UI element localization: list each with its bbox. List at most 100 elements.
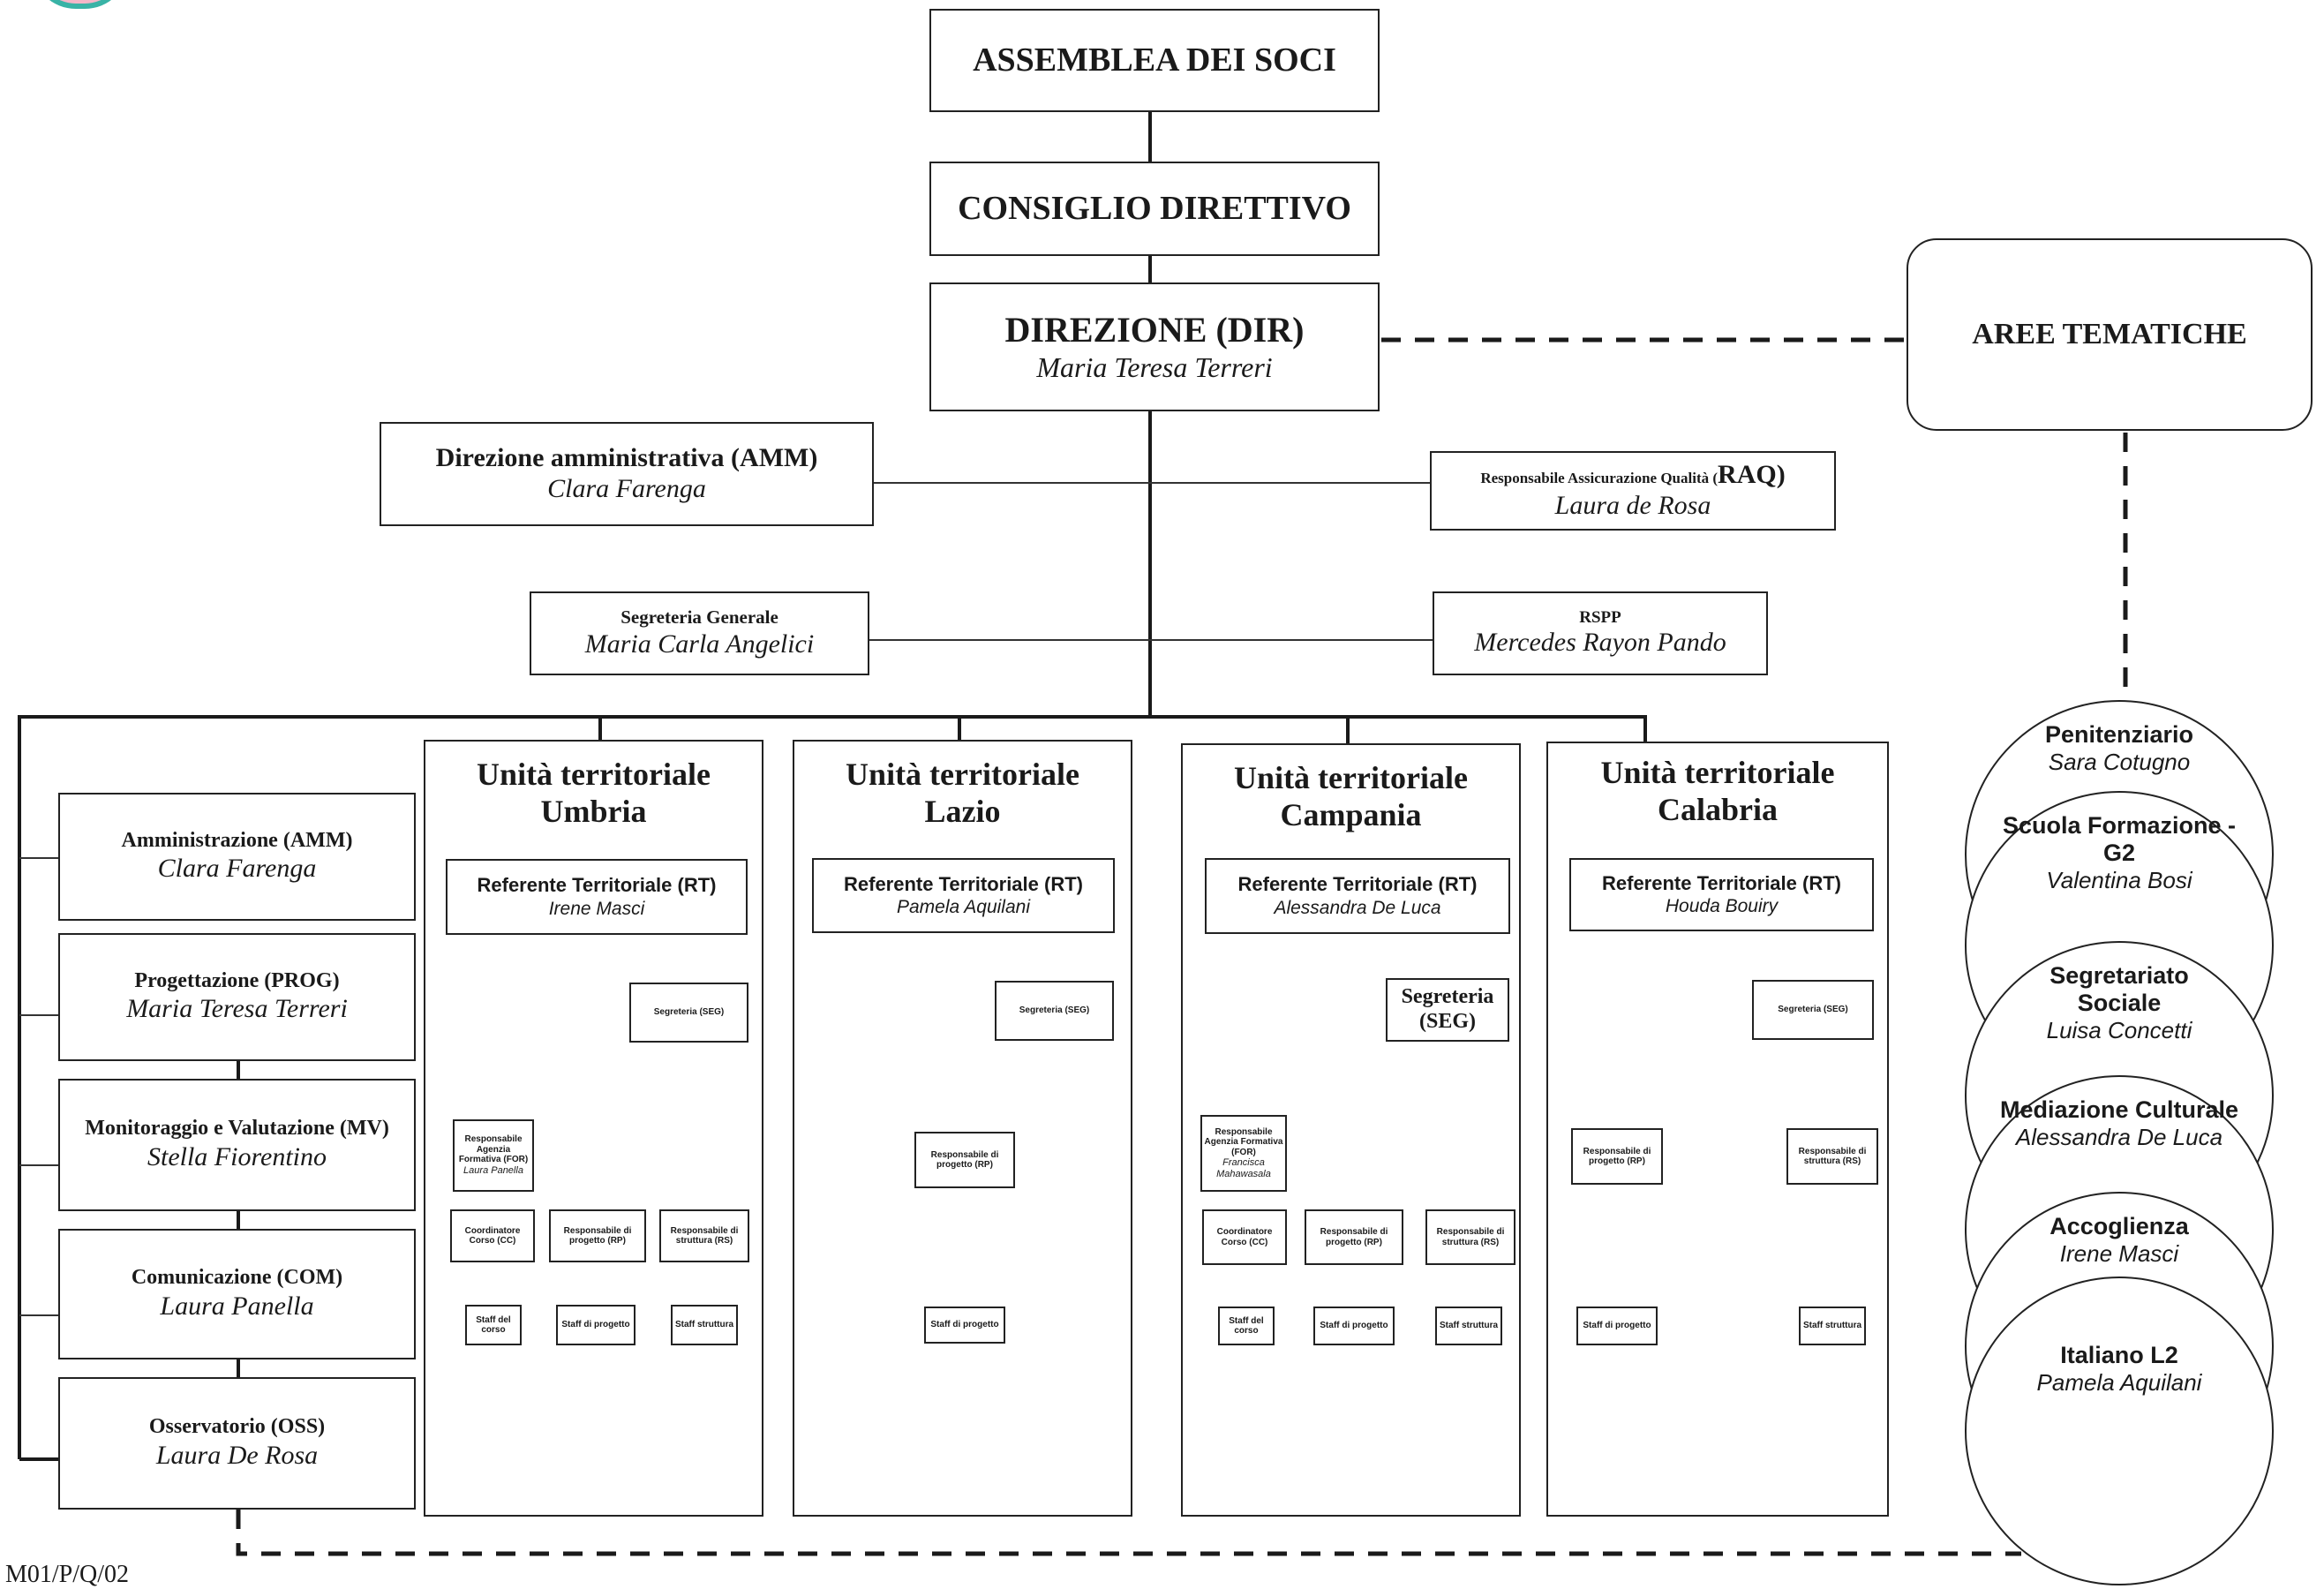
rspp-name: Mercedes Rayon Pando (1474, 628, 1726, 658)
staff-progetto-box: Staff di progetto (924, 1307, 1005, 1344)
unit-title-line1: Unità territoriale (477, 757, 711, 792)
staff-corso-box: Staff del corso (1218, 1307, 1275, 1345)
staff-struttura-box: Staff struttura (671, 1305, 738, 1345)
rs-label: Responsabile di struttura (RS) (1798, 1146, 1867, 1167)
consiglio-box: CONSIGLIO DIRETTIVO (929, 162, 1380, 256)
unit-title-line2: Lazio (924, 794, 1001, 830)
unit-panel-lazio (793, 740, 1132, 1517)
referente-box: Referente Territoriale (RT) Pamela Aquil… (812, 858, 1115, 933)
function-title: Monitoraggio e Valutazione (MV) (85, 1117, 389, 1141)
for-box: Responsabile Agenzia Formativa (FOR) Lau… (453, 1119, 534, 1192)
rs-label: Responsabile di struttura (RS) (670, 1225, 739, 1246)
amm-name: Clara Farenga (547, 474, 706, 504)
staff-struttura-label: Staff struttura (1439, 1321, 1499, 1331)
staff-struttura-box: Staff struttura (1799, 1307, 1866, 1345)
unit-title-line1: Unità territoriale (1234, 760, 1468, 795)
segreteria-label: Segreteria (SEG) (653, 1007, 725, 1018)
staff-corso-label: Staff del corso (1229, 1315, 1264, 1337)
staff-progetto-box: Staff di progetto (1313, 1307, 1395, 1345)
seg-gen-name: Maria Carla Angelici (584, 629, 815, 659)
segreteria-box: Segreteria (SEG) (629, 983, 748, 1043)
staff-progetto-label: Staff di progetto (561, 1320, 630, 1330)
rp-box: Responsabile di progetto (RP) (549, 1209, 646, 1262)
referente-title: Referente Territoriale (RT) (1602, 871, 1841, 894)
staff-progetto-label: Staff di progetto (930, 1320, 999, 1330)
area-name: Irene Masci (2059, 1240, 2179, 1268)
area-name: Valentina Bosi (2046, 867, 2192, 894)
unit-title-campania: Unità territoriale Campania (1181, 759, 1521, 834)
function-name: Stella Fiorentino (147, 1141, 327, 1171)
area-title: Scuola Formazione - G2 (2002, 812, 2237, 867)
segreteria-generale-box: Segreteria Generale Maria Carla Angelici (530, 591, 869, 675)
segreteria-label: Segreteria (SEG) (1778, 1005, 1848, 1015)
aree-tematiche-label: AREE TEMATICHE (1972, 318, 2247, 351)
function-title: Comunicazione (COM) (131, 1266, 343, 1290)
segreteria-box: Segreteria (SEG) (1386, 978, 1509, 1042)
direzione-title: DIREZIONE (DIR) (1004, 309, 1305, 350)
area-name: Pamela Aquilani (2036, 1369, 2202, 1397)
rs-label: Responsabile di struttura (RS) (1436, 1227, 1505, 1247)
referente-box: Referente Territoriale (RT) Houda Bouiry (1569, 858, 1874, 931)
direzione-name: Maria Teresa Terreri (1036, 350, 1273, 383)
function-name: Laura De Rosa (155, 1440, 319, 1470)
function-box-oss: Osservatorio (OSS) Laura De Rosa (58, 1377, 416, 1510)
rp-label: Responsabile di progetto (RP) (930, 1149, 999, 1171)
rp-box: Responsabile di progetto (RP) (914, 1132, 1015, 1188)
consiglio-label: CONSIGLIO DIRETTIVO (958, 189, 1351, 227)
for-name: Laura Panella (463, 1164, 523, 1176)
rs-box: Responsabile di struttura (RS) (1786, 1128, 1878, 1185)
rspp-box: RSPP Mercedes Rayon Pando (1433, 591, 1768, 675)
referente-name: Alessandra De Luca (1274, 897, 1441, 918)
staff-progetto-box: Staff di progetto (556, 1305, 636, 1345)
amm-title: Direzione amministrativa (AMM) (435, 442, 818, 472)
segreteria-box: Segreteria (SEG) (995, 981, 1114, 1041)
cc-label: Coordinatore Corso (CC) (1216, 1227, 1273, 1247)
staff-struttura-label: Staff struttura (1802, 1321, 1862, 1331)
staff-progetto-label: Staff di progetto (1320, 1321, 1388, 1331)
function-name: Maria Teresa Terreri (126, 994, 348, 1024)
rp-label: Responsabile di progetto (RP) (1320, 1227, 1388, 1247)
referente-name: Pamela Aquilani (897, 897, 1030, 918)
segreteria-label: Segreteria (1401, 985, 1494, 1009)
area-name: Sara Cotugno (2048, 749, 2191, 776)
unit-title-line1: Unità territoriale (1600, 755, 1835, 790)
assemblea-label: ASSEMBLEA DEI SOCI (973, 41, 1336, 79)
function-title: Amministrazione (AMM) (121, 828, 353, 852)
staff-corso-box: Staff del corso (465, 1305, 522, 1345)
area-title: Italiano L2 (2060, 1342, 2178, 1368)
area-title: Segretariato Sociale (2049, 962, 2189, 1017)
document-code: M01/P/Q/02 (5, 1561, 130, 1588)
direzione-box: DIREZIONE (DIR) Maria Teresa Terreri (929, 282, 1380, 411)
unit-title-calabria: Unità territoriale Calabria (1546, 754, 1889, 829)
referente-title: Referente Territoriale (RT) (844, 872, 1083, 895)
raq-title-big: RAQ) (1718, 459, 1786, 489)
segreteria-code: (SEG) (1418, 1010, 1476, 1033)
area-title: Accoglienza (2049, 1213, 2189, 1239)
referente-name: Irene Masci (548, 898, 645, 919)
rspp-title: RSPP (1579, 607, 1621, 627)
raq-name: Laura de Rosa (1554, 491, 1711, 521)
unit-title-line2: Umbria (540, 794, 647, 830)
unit-title-lazio: Unità territoriale Lazio (793, 756, 1132, 831)
raq-title-small: Responsabile Assicurazione Qualità ( (1480, 469, 1719, 486)
area-name: Luisa Concetti (2046, 1017, 2192, 1044)
for-box: Responsabile Agenzia Formativa (FOR) Fra… (1200, 1115, 1287, 1192)
aree-tematiche-box: AREE TEMATICHE (1907, 238, 2313, 431)
raq-title: Responsabile Assicurazione Qualità (RAQ) (1480, 460, 1785, 491)
rp-label: Responsabile di progetto (RP) (563, 1225, 632, 1246)
direzione-amministrativa-box: Direzione amministrativa (AMM) Clara Far… (380, 422, 874, 526)
staff-progetto-label: Staff di progetto (1583, 1321, 1651, 1331)
seg-gen-title: Segreteria Generale (620, 606, 778, 629)
staff-struttura-label: Staff struttura (674, 1320, 734, 1330)
for-name: Francisca Mahawasala (1216, 1157, 1271, 1179)
rp-box: Responsabile di progetto (RP) (1571, 1128, 1663, 1185)
referente-title: Referente Territoriale (RT) (477, 874, 717, 897)
function-title: Osservatorio (OSS) (148, 1415, 326, 1439)
staff-struttura-box: Staff struttura (1435, 1307, 1502, 1345)
function-title: Progettazione (PROG) (134, 968, 340, 992)
rp-box: Responsabile di progetto (RP) (1305, 1209, 1403, 1265)
referente-box: Referente Territoriale (RT) Alessandra D… (1205, 858, 1510, 934)
area-circle-italiano: Italiano L2 Pamela Aquilani (1965, 1276, 2274, 1585)
rs-box: Responsabile di struttura (RS) (1425, 1209, 1515, 1265)
referente-box: Referente Territoriale (RT) Irene Masci (446, 859, 748, 935)
